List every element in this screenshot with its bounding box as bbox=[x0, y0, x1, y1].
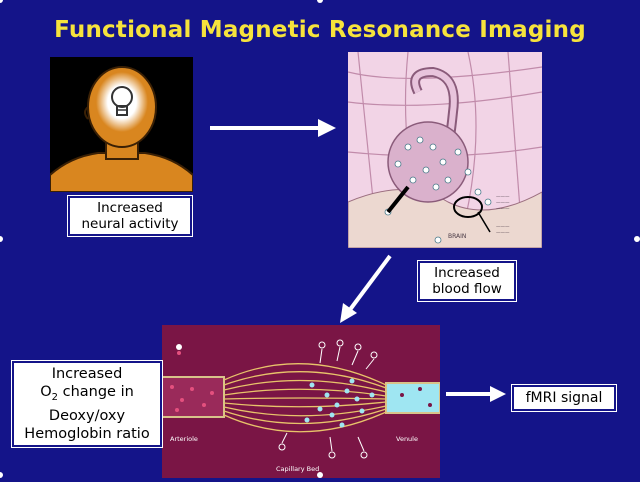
arrow-diagonal bbox=[340, 254, 392, 323]
o2-line-4: Hemoglobin ratio bbox=[24, 425, 150, 442]
o2-line-2-prefix: O bbox=[40, 384, 52, 400]
svg-text:———: ——— bbox=[496, 225, 510, 230]
arrow-right-2 bbox=[446, 386, 506, 402]
svg-text:———: ——— bbox=[496, 195, 510, 200]
neural-line-2: neural activity bbox=[81, 216, 179, 232]
brain-label: BRAIN bbox=[448, 233, 466, 240]
arrow-right-1 bbox=[210, 119, 336, 137]
svg-text:———: ——— bbox=[496, 201, 510, 206]
neural-line-1: Increased bbox=[97, 200, 163, 216]
slide-title: Functional Magnetic Resonance Imaging bbox=[54, 17, 586, 43]
person-lightbulb-illustration bbox=[49, 57, 194, 193]
o2-subscript: 2 bbox=[51, 391, 58, 403]
selection-handle-left[interactable] bbox=[0, 236, 3, 242]
o2-change-box: Increased O2 change in Deoxy/oxy Hemoglo… bbox=[12, 361, 162, 447]
blood-flow-box: Increased blood flow bbox=[418, 261, 516, 301]
selection-handle-top[interactable] bbox=[317, 0, 323, 3]
venule-label: Venule bbox=[396, 435, 418, 443]
capillary-label: Capillary Bed bbox=[276, 465, 319, 473]
selection-handle-right[interactable] bbox=[634, 236, 640, 242]
blood-line-1: Increased bbox=[434, 265, 500, 281]
capillary-graphic: Arteriole Venule Capillary Bed bbox=[161, 325, 441, 478]
vessel-graphic: ——— ——— ——— ——— ——— BRAIN bbox=[347, 51, 543, 249]
o2-line-2: O2 change in bbox=[18, 383, 156, 407]
selection-handle-bottom-left[interactable] bbox=[0, 472, 3, 478]
brain-vessel-illustration: ——— ——— ——— ——— ——— BRAIN bbox=[347, 51, 543, 249]
o2-line-3: Deoxy/oxy bbox=[48, 407, 126, 424]
fmri-signal-box: fMRI signal bbox=[512, 385, 616, 411]
selection-handle-bottom[interactable] bbox=[317, 472, 323, 478]
fmri-signal-label: fMRI signal bbox=[525, 390, 603, 406]
capillary-bed-illustration: Arteriole Venule Capillary Bed bbox=[161, 325, 441, 478]
blood-line-2: blood flow bbox=[432, 281, 502, 297]
arteriole-label: Arteriole bbox=[170, 435, 198, 443]
selection-handle-top-left[interactable] bbox=[0, 0, 3, 3]
o2-line-2-suffix: change in bbox=[57, 384, 134, 400]
svg-text:———: ——— bbox=[496, 207, 510, 212]
o2-line-1: Increased bbox=[51, 366, 123, 382]
svg-text:———: ——— bbox=[496, 231, 510, 236]
neural-activity-box: Increased neural activity bbox=[68, 196, 192, 236]
head-graphic bbox=[49, 57, 194, 193]
